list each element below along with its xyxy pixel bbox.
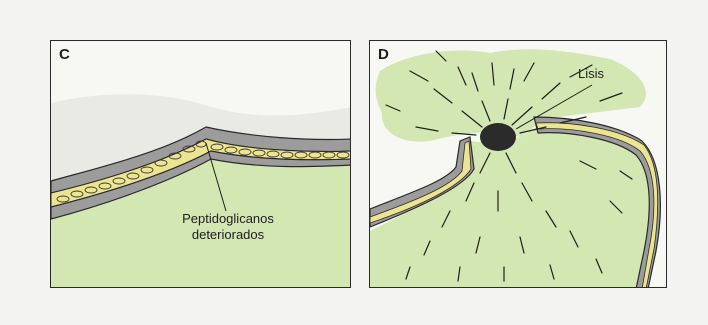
cell-wall-illustration: [51, 41, 351, 288]
peptidoglycan-label-line-1: Peptidoglicanos: [153, 211, 303, 227]
lysis-illustration: [370, 41, 667, 288]
peptidoglycan-label: Peptidoglicanos deteriorados: [153, 211, 303, 243]
lisis-label: Lisis: [578, 66, 604, 82]
panel-c: C Peptidoglicanos deteriorados: [50, 40, 351, 288]
panel-d: D Lisis: [369, 40, 667, 288]
lysis-burst-center: [480, 123, 516, 151]
panel-c-letter: C: [59, 46, 70, 63]
peptidoglycan-label-line-2: deteriorados: [153, 227, 303, 243]
panel-d-letter: D: [378, 46, 389, 63]
